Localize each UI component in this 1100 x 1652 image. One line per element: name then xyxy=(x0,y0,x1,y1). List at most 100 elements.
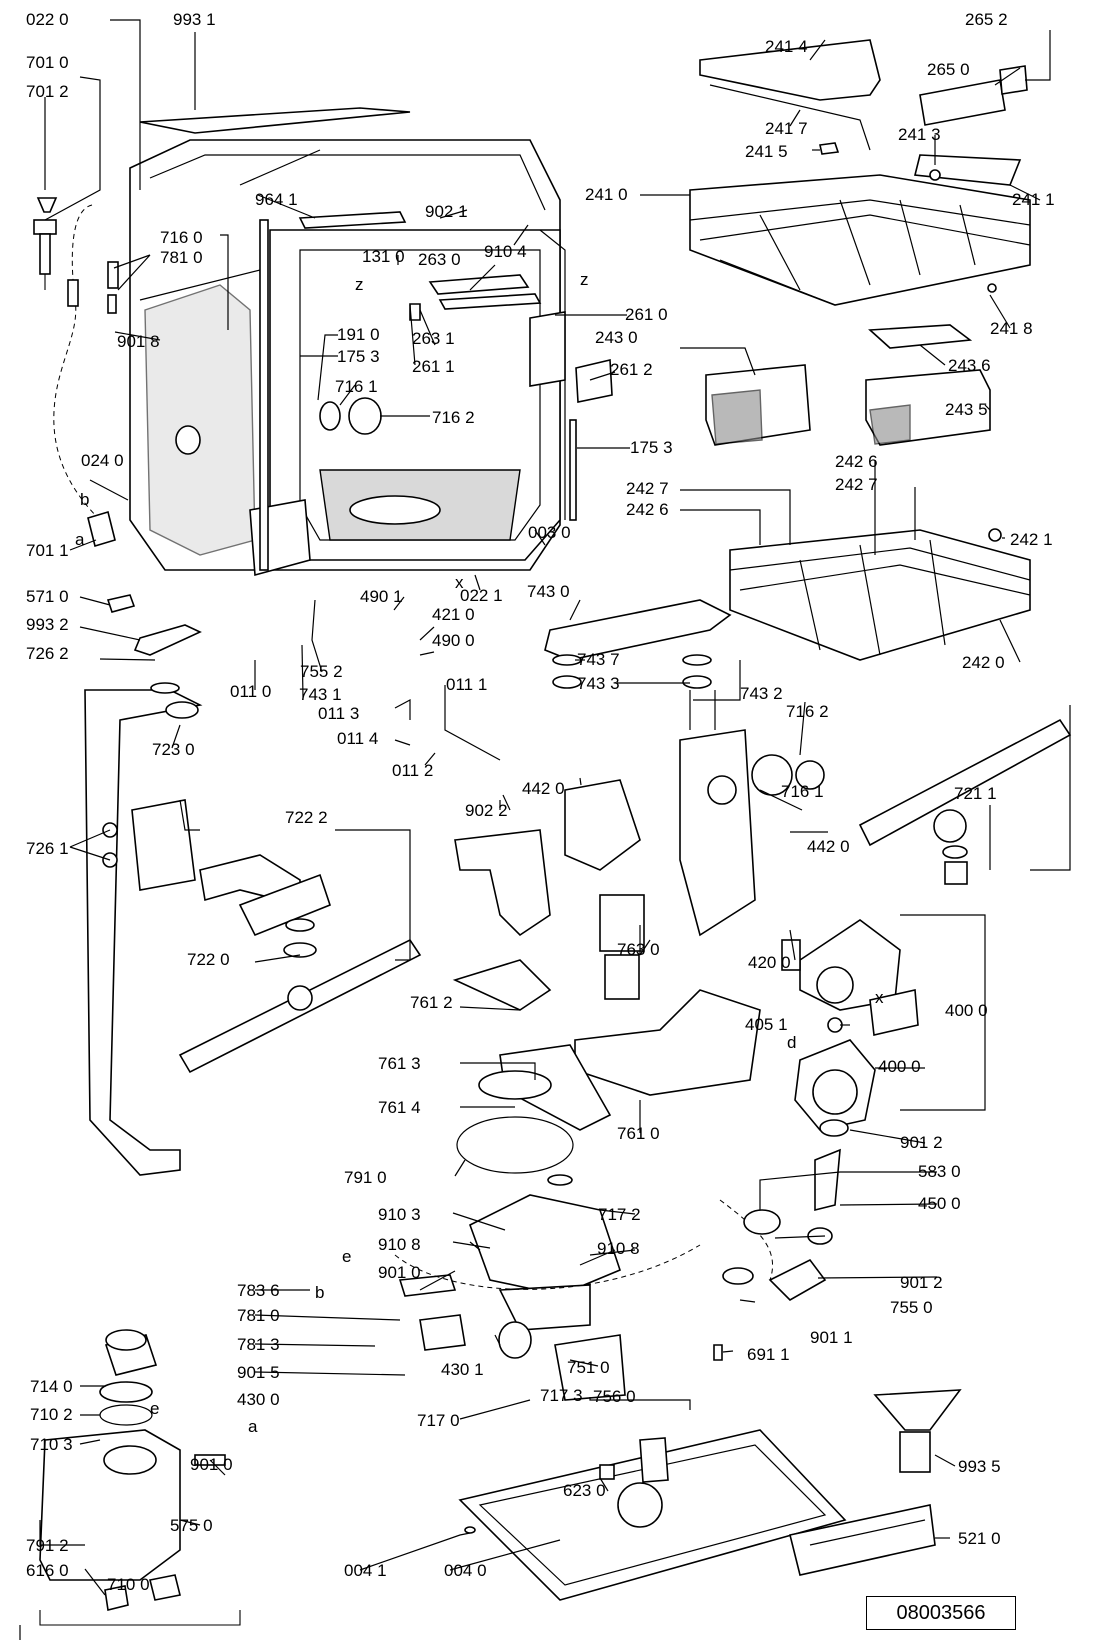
part-label-241-3: 241 3 xyxy=(898,125,941,144)
part-label-901-5: 901 5 xyxy=(237,1363,280,1382)
part-label-743-0: 743 0 xyxy=(527,582,570,601)
part-label-265-0: 265 0 xyxy=(927,60,970,79)
part-label-717-0: 717 0 xyxy=(417,1411,460,1430)
part-label-191-0: 191 0 xyxy=(337,325,380,344)
part-label-442-0: 442 0 xyxy=(807,837,850,856)
drawing-reference-number: 08003566 xyxy=(866,1596,1016,1630)
upper-feed-drawing xyxy=(544,599,825,937)
part-label-701-0: 701 0 xyxy=(26,53,69,72)
part-label-721-1: 721 1 xyxy=(954,784,997,803)
part-label-011-2: 011 2 xyxy=(392,761,433,780)
part-label-901-0: 901 0 xyxy=(190,1455,233,1474)
part-label-243-0: 243 0 xyxy=(595,328,638,347)
part-label-993-1: 993 1 xyxy=(173,10,216,29)
part-label-910-8: 910 8 xyxy=(597,1239,640,1258)
top-parts-drawing xyxy=(298,211,613,403)
part-label-175-3: 175 3 xyxy=(337,347,380,366)
part-label-716-1: 716 1 xyxy=(335,377,378,396)
part-label-910-3: 910 3 xyxy=(378,1205,421,1224)
part-label-901-0: 901 0 xyxy=(378,1263,421,1282)
marker-b: b xyxy=(315,1283,324,1302)
part-label-910-8: 910 8 xyxy=(378,1235,421,1254)
part-label-717-3: 717 3 xyxy=(540,1386,583,1405)
part-label-993-2: 993 2 xyxy=(26,615,69,634)
marker-z: z xyxy=(355,275,364,294)
part-label-400-0: 400 0 xyxy=(945,1001,988,1020)
part-label-761-2: 761 2 xyxy=(410,993,453,1012)
part-label-791-0: 791 0 xyxy=(344,1168,387,1187)
funnel-drawing xyxy=(873,1389,962,1473)
part-label-623-0: 623 0 xyxy=(563,1481,606,1500)
part-label-716-2: 716 2 xyxy=(786,702,829,721)
part-label-691-1: 691 1 xyxy=(747,1345,790,1364)
part-label-761-0: 761 0 xyxy=(617,1124,660,1143)
part-label-024-0: 024 0 xyxy=(81,451,124,470)
part-label-755-0: 755 0 xyxy=(890,1298,933,1317)
part-label-263-1: 263 1 xyxy=(412,329,455,348)
top-strip-drawing xyxy=(139,107,411,134)
part-label-761-3: 761 3 xyxy=(378,1054,421,1073)
part-label-242-7: 242 7 xyxy=(835,475,878,494)
part-label-902-2: 902 2 xyxy=(465,801,508,820)
part-label-701-1: 701 1 xyxy=(26,541,69,560)
part-label-022-1: 022 1 xyxy=(460,586,503,605)
part-label-714-0: 714 0 xyxy=(30,1377,73,1396)
part-label-783-6: 783 6 xyxy=(237,1281,280,1300)
part-label-616-0: 616 0 xyxy=(26,1561,69,1580)
part-label-781-3: 781 3 xyxy=(237,1335,280,1354)
marker-b: b xyxy=(80,490,89,509)
part-label-241-8: 241 8 xyxy=(990,319,1033,338)
part-label-993-5: 993 5 xyxy=(958,1457,1001,1476)
part-label-716-1: 716 1 xyxy=(781,782,824,801)
part-label-242-6: 242 6 xyxy=(626,500,669,519)
part-label-743-7: 743 7 xyxy=(577,650,620,669)
upper-basket-drawing xyxy=(689,39,1031,306)
part-label-420-0: 420 0 xyxy=(748,953,791,972)
marker-a: a xyxy=(248,1417,258,1436)
part-label-710-2: 710 2 xyxy=(30,1405,73,1424)
part-label-243-6: 243 6 xyxy=(948,356,991,375)
part-label-261-0: 261 0 xyxy=(625,305,668,324)
drain-hose-drawing xyxy=(713,1119,849,1361)
water-softener-drawing xyxy=(39,1329,241,1626)
part-label-710-3: 710 3 xyxy=(30,1435,73,1454)
left-riser-pipe-drawing xyxy=(84,682,203,1176)
marker-x: x xyxy=(455,573,464,592)
part-label-763-0: 763 0 xyxy=(617,940,660,959)
marker-a: a xyxy=(75,530,85,549)
part-label-243-5: 243 5 xyxy=(945,400,988,419)
part-label-263-0: 263 0 xyxy=(418,250,461,269)
lower-spray-arm-drawing xyxy=(178,829,552,1074)
part-label-405-1: 405 1 xyxy=(745,1015,788,1034)
part-label-743-2: 743 2 xyxy=(740,684,783,703)
control-panel-drawing xyxy=(789,1504,936,1576)
part-label-717-2: 717 2 xyxy=(598,1205,641,1224)
part-label-241-4: 241 4 xyxy=(765,37,808,56)
part-label-743-1: 743 1 xyxy=(299,685,342,704)
leader-lines xyxy=(19,19,1071,1640)
marker-z: z xyxy=(580,270,589,289)
part-label-722-0: 722 0 xyxy=(187,950,230,969)
part-label-571-0: 571 0 xyxy=(26,587,69,606)
part-label-761-4: 761 4 xyxy=(378,1098,421,1117)
part-label-011-0: 011 0 xyxy=(230,682,271,701)
part-label-710-0: 710 0 xyxy=(107,1575,150,1594)
part-label-910-4: 910 4 xyxy=(484,242,527,261)
part-label-011-3: 011 3 xyxy=(318,704,359,723)
part-label-490-1: 490 1 xyxy=(360,587,403,606)
part-label-241-1: 241 1 xyxy=(1012,190,1055,209)
part-label-450-0: 450 0 xyxy=(918,1194,961,1213)
part-label-003-0: 003 0 xyxy=(528,523,571,542)
part-label-430-1: 430 1 xyxy=(441,1360,484,1379)
part-label-430-0: 430 0 xyxy=(237,1390,280,1409)
letter-markers: a b z z x x d e e a b xyxy=(75,270,884,1436)
part-label-242-7: 242 7 xyxy=(626,479,669,498)
part-label-701-2: 701 2 xyxy=(26,82,69,101)
part-label-755-2: 755 2 xyxy=(300,662,343,681)
lower-basket-drawing xyxy=(729,528,1031,661)
part-label-791-2: 791 2 xyxy=(26,1536,69,1555)
part-label-265-2: 265 2 xyxy=(965,10,1008,29)
base-frame-drawing xyxy=(458,1429,847,1601)
part-label-242-0: 242 0 xyxy=(962,653,1005,672)
